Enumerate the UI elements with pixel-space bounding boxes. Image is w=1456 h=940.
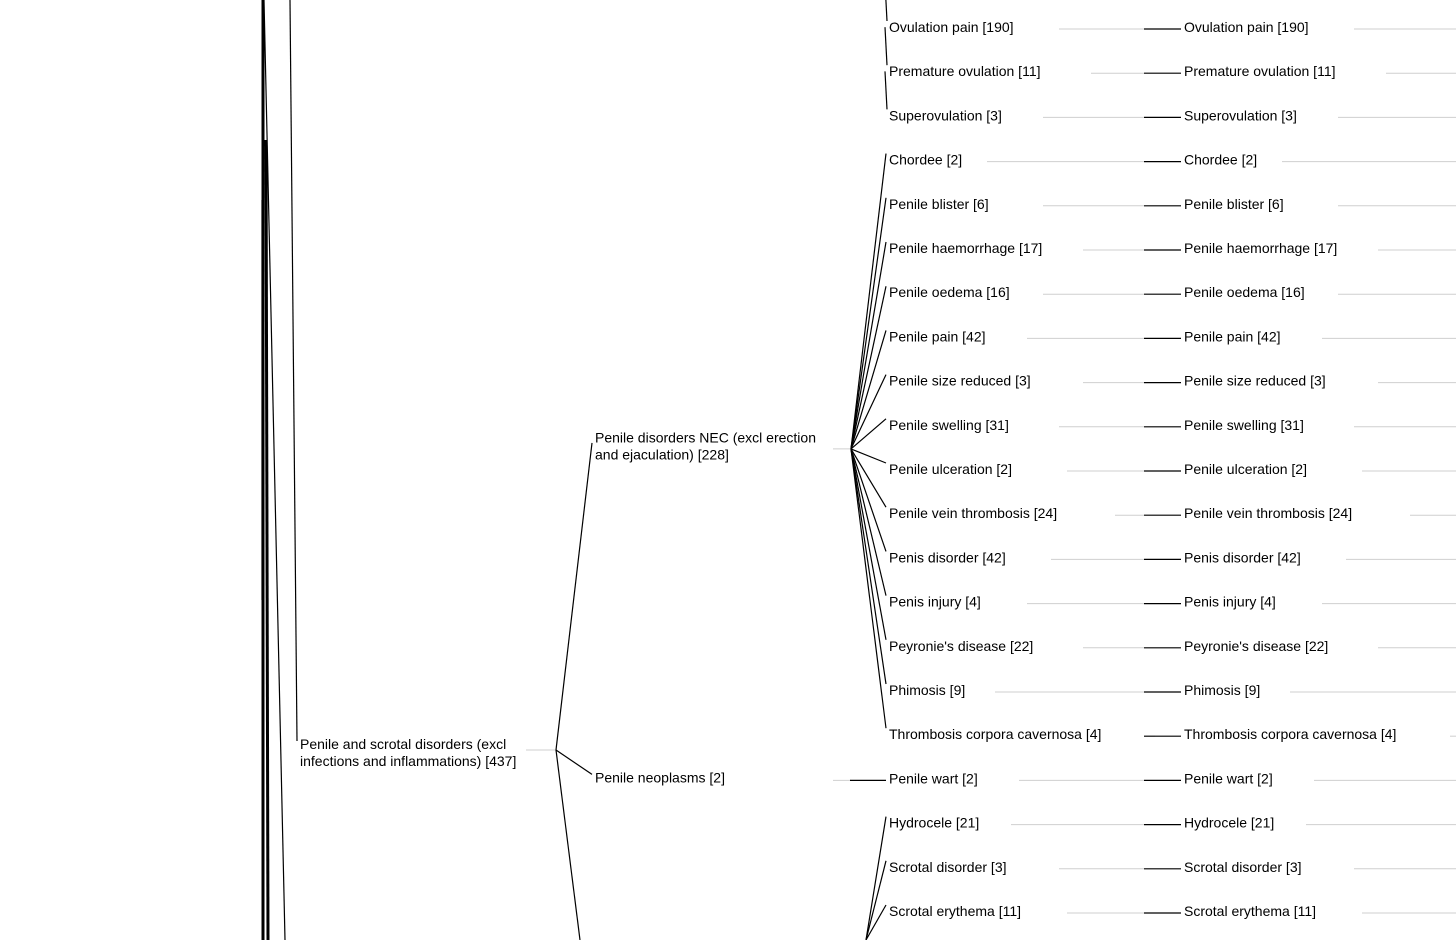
group-0-edge — [850, 197, 887, 449]
above-term-copy: Premature ovulation [11] — [1184, 63, 1336, 79]
group-0-edge — [850, 448, 887, 640]
above-edge — [885, 0, 888, 22]
group-0-edge — [850, 448, 887, 596]
above-edge — [884, 71, 888, 110]
root-edge — [289, 0, 298, 742]
group-0-term-copy: Chordee [2] — [1184, 152, 1257, 168]
group-0-term: Phimosis [9] — [889, 682, 965, 698]
group-0-term-copy: Penile oedema [16] — [1184, 284, 1305, 300]
group-0-term: Peyronie's disease [22] — [889, 638, 1033, 654]
group-0-term: Thrombosis corpora cavernosa [4] — [889, 726, 1101, 742]
group-0-edge — [850, 330, 887, 450]
above-term: Premature ovulation [11] — [889, 63, 1041, 79]
group-0-edge — [850, 286, 887, 450]
group-0-term-copy: Penile ulceration [2] — [1184, 461, 1307, 477]
group-0-label-line: Penile disorders NEC (excl erection — [595, 429, 816, 445]
group-0-term-copy: Penis disorder [42] — [1184, 549, 1301, 565]
above-term-copy: Ovulation pain [190] — [1184, 19, 1309, 35]
group-0-term-copy: Penile swelling [31] — [1184, 417, 1304, 433]
above-term: Ovulation pain [190] — [889, 19, 1014, 35]
group-0-term: Penile size reduced [3] — [889, 373, 1031, 389]
below-edge — [865, 904, 887, 940]
group-0-term-copy: Peyronie's disease [22] — [1184, 638, 1328, 654]
root-to-group-1 — [555, 749, 593, 775]
group-0-term-copy: Phimosis [9] — [1184, 682, 1260, 698]
group-0-edge — [850, 374, 887, 450]
below-edge — [865, 860, 887, 940]
group-0-term-copy: Penile size reduced [3] — [1184, 373, 1326, 389]
group-1-label: Penile neoplasms [2] — [595, 769, 725, 785]
group-0-term-copy: Penile blister [6] — [1184, 196, 1284, 212]
root-to-group-0 — [555, 442, 593, 751]
group-0-term: Penis disorder [42] — [889, 549, 1006, 565]
group-1-term: Penile wart [2] — [889, 770, 978, 786]
below-term-copy: Hydrocele [21] — [1184, 815, 1274, 831]
group-0-term-copy: Penile haemorrhage [17] — [1184, 240, 1337, 256]
group-0-edge — [850, 448, 887, 508]
group-0-edge — [850, 241, 887, 450]
group-0-term: Penile haemorrhage [17] — [889, 240, 1042, 256]
group-0-term: Penile swelling [31] — [889, 417, 1009, 433]
above-term-copy: Superovulation [3] — [1184, 107, 1297, 123]
group-0-edge — [850, 448, 887, 464]
left-spine — [261, 0, 286, 940]
below-term: Scrotal disorder [3] — [889, 859, 1007, 875]
group-0-term: Penile vein thrombosis [24] — [889, 505, 1057, 521]
group-0-edge — [850, 448, 887, 552]
row-guides — [526, 28, 1456, 914]
below-term: Scrotal erythema [11] — [889, 903, 1021, 919]
group-0-term-copy: Penis injury [4] — [1184, 594, 1276, 610]
below-term: Hydrocele [21] — [889, 815, 979, 831]
group-0-label-line: and ejaculation) [228] — [595, 446, 729, 462]
group-1-term-copy: Penile wart [2] — [1184, 770, 1273, 786]
group-0-term-copy: Penile pain [42] — [1184, 328, 1281, 344]
below-edge — [865, 816, 887, 940]
group-0-term: Chordee [2] — [889, 152, 962, 168]
root-label-line: Penile and scrotal disorders (excl — [300, 736, 506, 752]
group-0-edge — [850, 448, 887, 685]
root-to-next — [555, 749, 581, 940]
above-term: Superovulation [3] — [889, 107, 1002, 123]
group-0-edge — [850, 418, 887, 450]
spine-edge — [263, 0, 286, 940]
above-edge — [884, 27, 888, 66]
spine-line — [264, 139, 270, 940]
group-0-term: Penile pain [42] — [889, 328, 986, 344]
group-0-term: Penile ulceration [2] — [889, 461, 1012, 477]
group-0-term: Penis injury [4] — [889, 594, 981, 610]
below-term-copy: Scrotal erythema [11] — [1184, 903, 1316, 919]
node-labels: Ovulation pain [190] Ovulation pain [190]… — [300, 19, 1396, 919]
below-term-copy: Scrotal disorder [3] — [1184, 859, 1302, 875]
group-0-term: Penile oedema [16] — [889, 284, 1010, 300]
group-0-term-copy: Penile vein thrombosis [24] — [1184, 505, 1352, 521]
root-label-line: infections and inflammations) [437] — [300, 753, 516, 769]
group-1-label-line: Penile neoplasms [2] — [595, 769, 725, 785]
group-0-edge — [850, 448, 887, 729]
group-0-term-copy: Thrombosis corpora cavernosa [4] — [1184, 726, 1396, 742]
group-0-edge — [850, 153, 887, 449]
tree-edges — [289, 0, 1181, 940]
group-0-term: Penile blister [6] — [889, 196, 989, 212]
